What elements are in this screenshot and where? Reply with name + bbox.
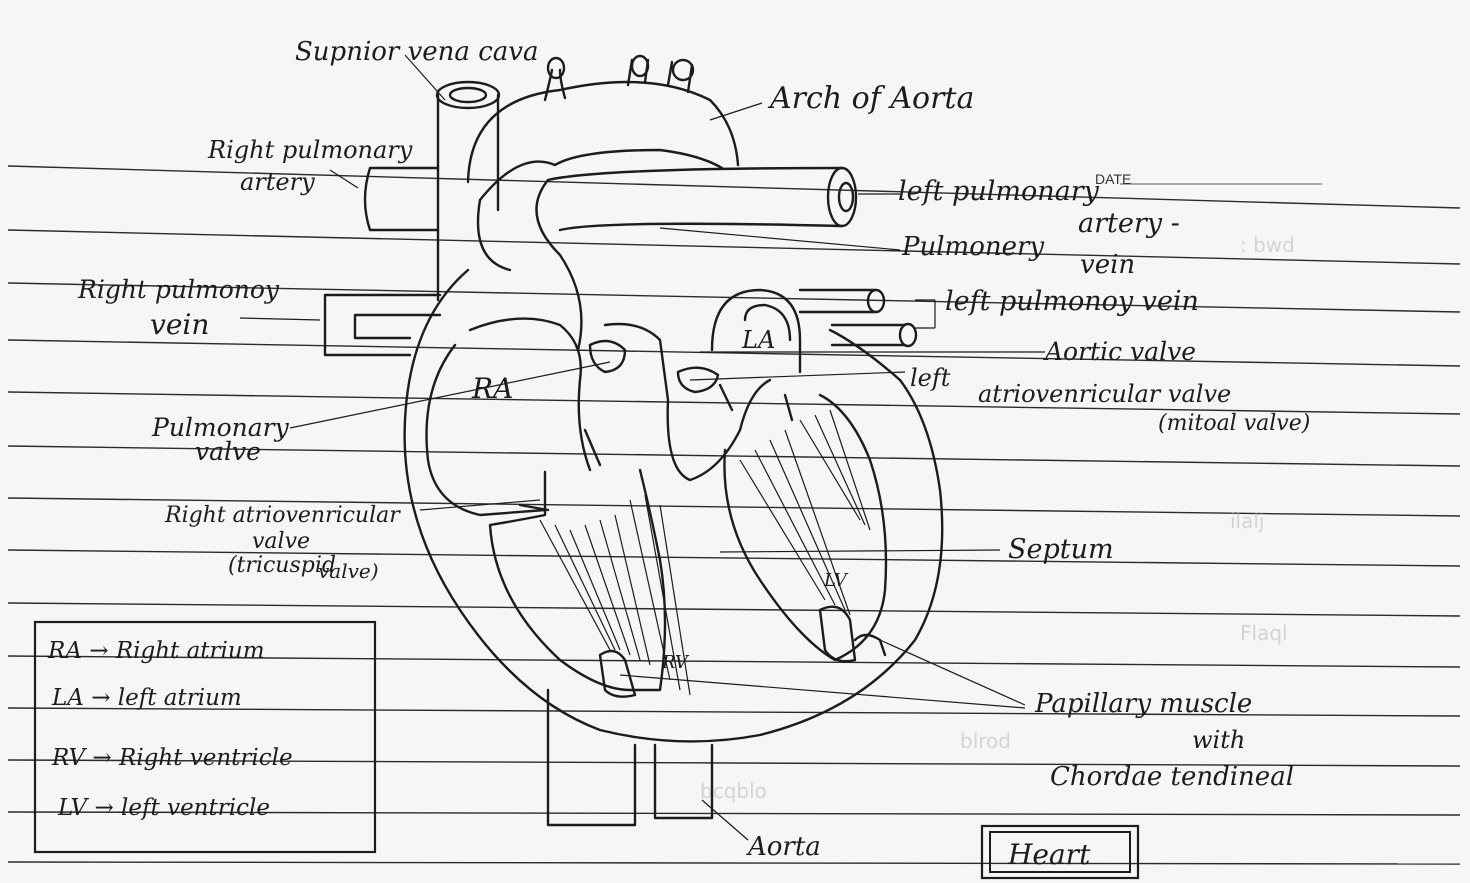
label-right-av-valve-1: Right atriovenricular: [164, 503, 401, 528]
svc-inner: [450, 88, 486, 102]
label-left-pulmonary-artery-1: left pulmonary: [898, 176, 1100, 207]
label-arch-of-aorta: Arch of Aorta: [767, 81, 974, 116]
label-left-pulmonary-artery-2: artery -: [1078, 208, 1180, 239]
left-chordae-tendineae: [740, 410, 870, 615]
label-right-pulmonary-artery-2: artery: [240, 168, 315, 196]
legend-item: RA → Right atrium: [47, 638, 265, 664]
leader-lines: [240, 55, 1045, 840]
arch-branch-opening: [632, 56, 648, 76]
svg-text:ilalj: ilalj: [1230, 509, 1264, 533]
label-left-av-valve-3: (mitoal valve): [1158, 411, 1310, 436]
label-pulmonary-vein-1: Pulmonery: [901, 232, 1044, 262]
legend-item: LV → left ventricle: [57, 795, 270, 821]
legend-box: RA → Right atrium LA → left atrium RV → …: [35, 622, 375, 852]
label-papillary-muscle-1: Papillary muscle: [1034, 689, 1252, 719]
legend-item: LA → left atrium: [51, 685, 242, 711]
pulmonary-valve-flap: [590, 341, 625, 372]
label-superior-vena-cava: Supnior vena cava: [295, 37, 538, 67]
label-aorta: Aorta: [746, 832, 821, 862]
arch-branch-opening: [548, 58, 564, 78]
tricuspid-valve-cusps: [520, 430, 600, 510]
label-right-av-valve-2: valve: [252, 529, 310, 554]
papillary-muscle-left: [820, 607, 885, 662]
label-septum: Septum: [1008, 534, 1114, 565]
date-stamp: DATE: [1095, 171, 1131, 187]
label-la: LA: [741, 326, 775, 354]
arch-branch-opening: [673, 60, 693, 80]
label-rv: RV: [661, 652, 690, 673]
svc-opening: [437, 82, 499, 108]
left-ventricle-wall: [724, 395, 886, 660]
label-pulmonary-vein-2: vein: [1080, 250, 1135, 280]
label-papillary-muscle-3: Chordae tendineal: [1050, 762, 1294, 792]
label-aortic-valve: Aortic valve: [1043, 337, 1196, 366]
pulmonary-trunk-shape: [478, 180, 581, 350]
title-box: Heart: [982, 826, 1138, 878]
label-right-pulmonary-vein-1: Right pulmonoy: [77, 275, 280, 304]
label-right-pulmonary-artery-1: Right pulmonary: [207, 136, 413, 164]
diagram-title: Heart: [1007, 838, 1091, 871]
label-left-pulmonary-vein: left pulmonoy vein: [945, 286, 1199, 317]
svg-text:blrod: blrod: [960, 729, 1011, 753]
left-pulmonary-vein-shape: [800, 290, 905, 345]
label-right-pulmonary-vein-2: vein: [150, 308, 209, 341]
left-pulmonary-vein-opening: [900, 324, 916, 346]
svg-text:: bwd: : bwd: [1240, 233, 1295, 257]
left-pulmonary-artery-shape: [548, 168, 842, 230]
left-pulmonary-artery-inner: [839, 183, 853, 211]
legend-item: RV → Right ventricle: [51, 745, 293, 771]
arch-branches: [545, 60, 692, 100]
aortic-arch-shape: [468, 82, 738, 200]
descending-aorta-shape: [548, 690, 712, 825]
svg-text:Flaql: Flaql: [1240, 621, 1288, 645]
label-left-av-valve-1: left: [910, 364, 951, 392]
label-pulmonary-valve-2: valve: [195, 437, 261, 466]
label-papillary-muscle-2: with: [1192, 726, 1245, 754]
label-left-av-valve-2: atriovenricular valve: [978, 380, 1231, 408]
label-lv: LV: [823, 570, 849, 591]
svg-text:bcqblo: bcqblo: [700, 779, 767, 803]
label-ra: RA: [471, 372, 513, 405]
label-right-av-valve-4: valve): [318, 559, 379, 583]
